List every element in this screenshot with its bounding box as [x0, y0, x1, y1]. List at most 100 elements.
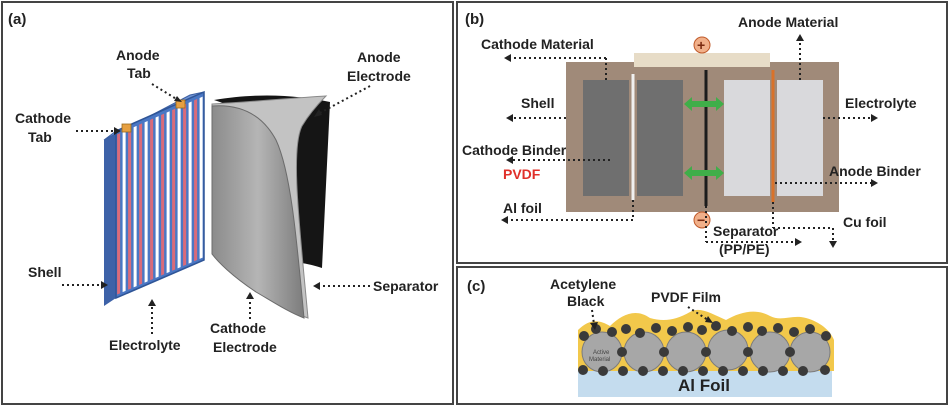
cathode-electrode-sheet	[211, 105, 305, 319]
positive-terminal-sign: +	[697, 37, 705, 53]
ion-flow-arrows	[684, 97, 724, 180]
acetylene-black-dot	[621, 324, 631, 334]
anode-material-label: Anode Material	[738, 14, 838, 30]
cathode-electrode-label-1: Cathode	[210, 320, 266, 336]
separator-label-b-2: (PP/PE)	[719, 241, 770, 257]
electrolyte-stripes	[117, 96, 203, 295]
acetylene-black-dot	[697, 325, 707, 335]
anode-electrode-label-1: Anode	[357, 49, 401, 65]
shell-label-b: Shell	[521, 95, 554, 111]
acetylene-black-dot	[658, 366, 668, 376]
acetylene-black-dot	[778, 366, 788, 376]
acetylene-black-dot	[757, 326, 767, 336]
acetylene-black-dot	[758, 366, 768, 376]
acetylene-black-dot	[678, 366, 688, 376]
acetylene-black-dot	[773, 323, 783, 333]
acetylene-black-dot	[805, 324, 815, 334]
electrolyte-stripe	[139, 123, 143, 286]
active-material-particle	[623, 331, 665, 373]
anode-electrode-sheet	[214, 95, 330, 269]
negative-terminal-sign: −	[697, 212, 705, 228]
positive-terminal-icon	[693, 36, 711, 54]
electrolyte-stripe	[166, 111, 170, 274]
acetylene-black-dot	[821, 331, 831, 341]
panel-b-pointers	[501, 34, 878, 248]
acetylene-black-dot	[638, 366, 648, 376]
cell-front-face	[115, 90, 205, 300]
electrolyte-label-a: Electrolyte	[109, 337, 181, 353]
anode-material-left	[724, 80, 770, 196]
al-foil-label-b: Al foil	[503, 200, 542, 216]
cathode-tab-label-2: Tab	[28, 129, 52, 145]
acetylene-black-dot	[579, 331, 589, 341]
active-material-particles	[578, 321, 831, 376]
acetylene-black-dot	[701, 347, 711, 357]
panel-a-letter: (a)	[8, 11, 26, 28]
acetylene-black-dot	[820, 365, 830, 375]
anode-tab-label-1: Anode	[116, 47, 160, 63]
electrolyte-stripe	[188, 101, 192, 264]
acetylene-black-dot	[727, 326, 737, 336]
electrolyte-stripe	[117, 133, 121, 295]
acetylene-black-dot	[667, 326, 677, 336]
electrolyte-stripe	[194, 99, 198, 262]
al-foil-label-c: Al Foil	[678, 376, 730, 395]
panel-c-pointers	[590, 306, 713, 330]
panel-c-letter: (c)	[467, 278, 485, 295]
electrolyte-label-b: Electrolyte	[845, 95, 917, 111]
acetylene-black-dot	[711, 321, 721, 331]
anode-tab-label-2: Tab	[127, 65, 151, 81]
acetylene-black-dot	[617, 347, 627, 357]
cathode-material-left	[583, 80, 629, 196]
active-material-particle	[707, 329, 749, 371]
acetylene-black-dot	[659, 347, 669, 357]
electrolyte-stripe	[199, 96, 203, 259]
acetylene-black-dot	[607, 327, 617, 337]
separator-label-b-1: Separator	[713, 223, 779, 239]
cathode-tab-block	[121, 123, 132, 133]
anode-material-right	[777, 80, 823, 196]
acetylene-black-dot	[598, 366, 608, 376]
cu-foil-label: Cu foil	[843, 214, 887, 230]
electrolyte-stripe	[150, 118, 154, 281]
cathode-tab-label-1: Cathode	[15, 110, 71, 126]
panel-a: (a) Anode Tab Cathode Tab Anode Electrod…	[1, 1, 454, 405]
acetylene-black-dot	[635, 328, 645, 338]
electrolyte-stripe	[133, 125, 137, 288]
separator-label-a: Separator	[373, 278, 439, 294]
acetylene-black-dot	[578, 365, 588, 375]
active-material-label-2: Material	[589, 357, 610, 363]
electrolyte-stripe	[177, 106, 181, 269]
active-material-label-1: Active	[593, 350, 610, 356]
acetylene-black-dot	[618, 366, 628, 376]
cell-front-outline	[115, 90, 205, 300]
active-material-particle	[749, 331, 791, 373]
ion-arrow-bottom	[684, 166, 724, 180]
cathode-electrode-label-2: Electrode	[213, 339, 277, 355]
electrolyte-stripe	[172, 108, 176, 271]
acetylene-black-label-2: Black	[567, 293, 605, 309]
panel-c: (c) Al Foil Active Material Acetylene Bl…	[456, 266, 948, 405]
acetylene-black-dot	[798, 366, 808, 376]
electrolyte-stripe	[144, 120, 148, 283]
acetylene-black-dot	[743, 347, 753, 357]
acetylene-black-dot	[743, 322, 753, 332]
panel-b-letter: (b)	[465, 11, 484, 28]
cell-side-face	[104, 131, 116, 306]
acetylene-black-dot	[698, 366, 708, 376]
shell-label-a: Shell	[28, 264, 61, 280]
acetylene-black-dot	[789, 327, 799, 337]
acetylene-black-dot	[718, 366, 728, 376]
anode-electrode-label-2: Electrode	[347, 68, 411, 84]
acetylene-black-label-1: Acetylene	[550, 276, 616, 292]
pvdf-label-b: PVDF	[503, 166, 541, 182]
cathode-binder-label: Cathode Binder	[462, 142, 567, 158]
electrolyte-stripe	[122, 130, 126, 293]
cathode-material-right	[637, 80, 683, 196]
top-seal	[634, 53, 770, 67]
acetylene-black-dot	[785, 347, 795, 357]
electrolyte-stripe	[161, 113, 165, 276]
active-material-particle	[665, 331, 707, 373]
pvdf-film-label: PVDF Film	[651, 289, 721, 305]
